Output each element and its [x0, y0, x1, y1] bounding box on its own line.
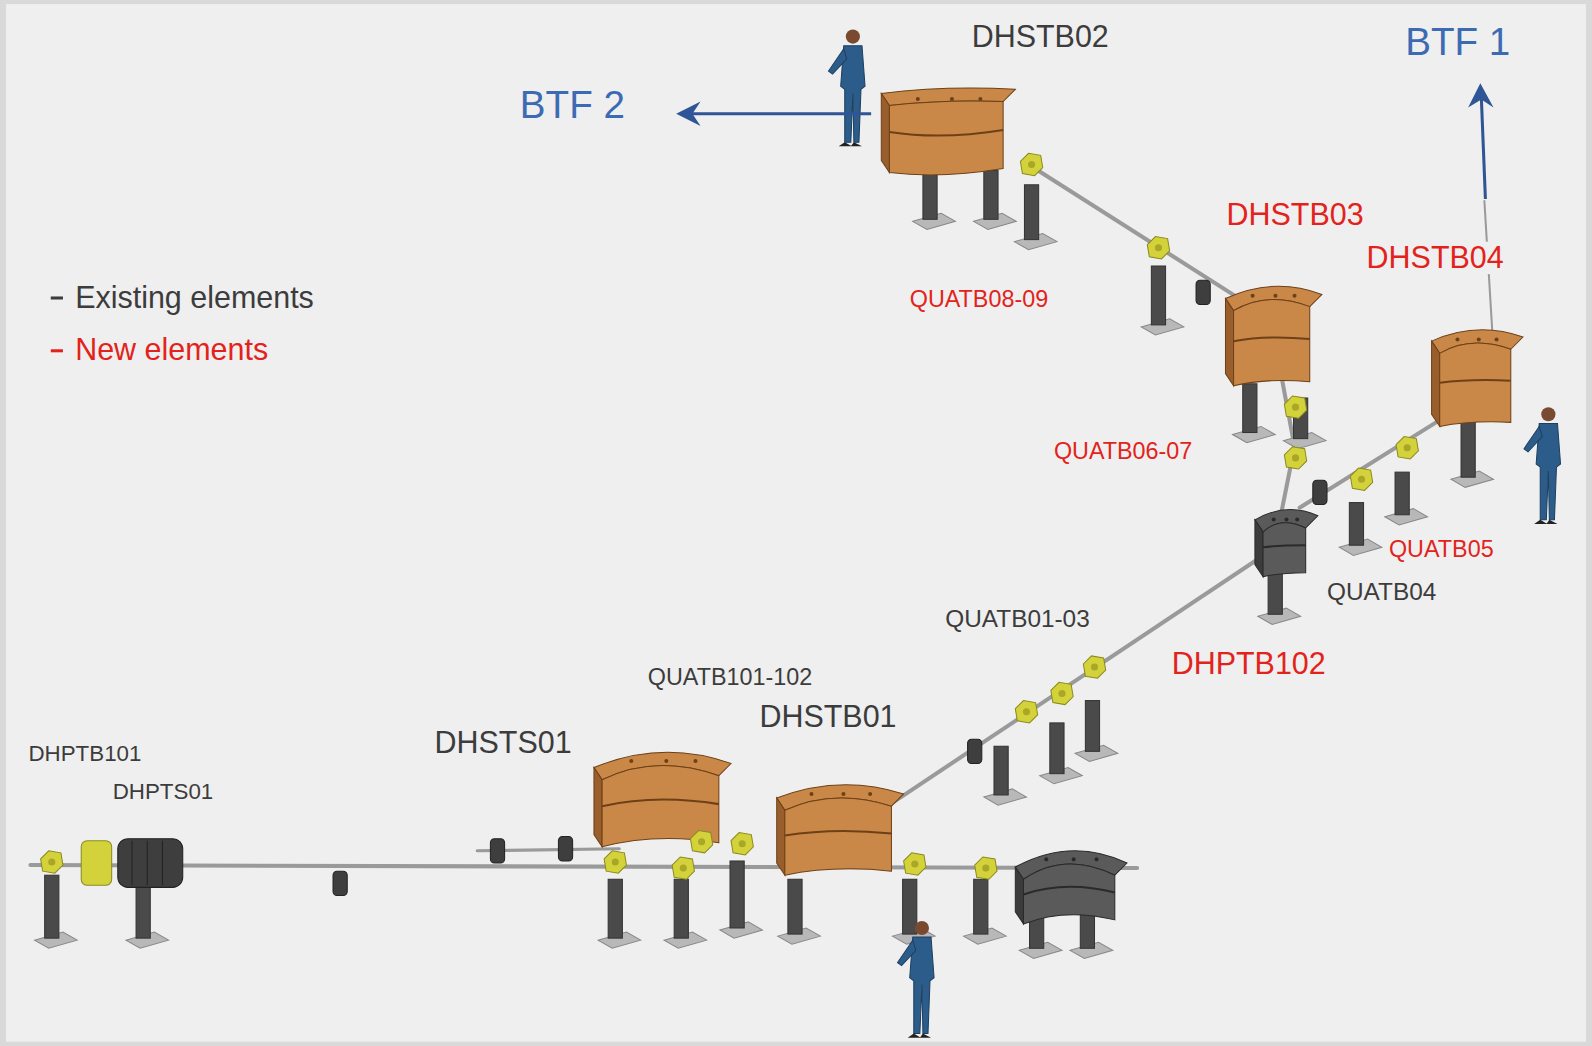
- quadrupole-magnet: [41, 851, 63, 873]
- person-figure: [828, 29, 865, 146]
- quadrupole-magnet: [1015, 701, 1037, 723]
- diagnostic-device: [558, 837, 572, 861]
- person-figure: [898, 921, 935, 1038]
- quadrupole-magnet: [1396, 437, 1418, 459]
- component-label: DHSTB02: [970, 20, 1111, 52]
- quadrupole-magnet: [81, 841, 111, 886]
- component-label: QUATB101-102: [646, 665, 814, 690]
- quadrupole-magnet: [1083, 656, 1105, 678]
- quadrupole-magnet: [1051, 682, 1073, 704]
- support-stand: [974, 171, 1017, 230]
- beam-pipe: [1025, 162, 1248, 304]
- legend-entry: New elements: [51, 333, 268, 368]
- quadrupole-magnet: [1284, 396, 1306, 418]
- diagnostic-device: [1196, 280, 1210, 304]
- component-label: DHSTB03: [1224, 199, 1365, 231]
- component-label: DHSTS01: [433, 727, 574, 759]
- support-stand: [1075, 701, 1118, 762]
- support-stand: [1141, 266, 1184, 335]
- arrow-head: [676, 102, 700, 126]
- component-label: DHSTB04: [1365, 242, 1506, 274]
- quadrupole-magnet: [731, 833, 753, 855]
- person-figure: [1524, 407, 1561, 524]
- beam-pipe: [30, 865, 1137, 868]
- beam-direction-arrow: [1481, 97, 1485, 199]
- quadrupole-magnet: [1284, 447, 1306, 469]
- component-label: DHPTB102: [1170, 648, 1328, 680]
- support-stand: [126, 879, 169, 948]
- component-label: BTF 1: [1403, 22, 1512, 63]
- support-stand: [984, 746, 1027, 805]
- component-label: DHPTB101: [26, 742, 143, 765]
- beam-direction-arrow: [690, 112, 871, 115]
- quadrupole-magnet: [690, 831, 712, 853]
- legend-text: Existing elements: [75, 280, 314, 315]
- dipole-magnet: [1225, 286, 1321, 386]
- diagnostic-device: [490, 839, 504, 863]
- component-label: DHPTS01: [111, 780, 216, 803]
- component-label: QUATB08-09: [908, 286, 1051, 311]
- dipole-magnet: [1432, 330, 1523, 427]
- dipole-magnet: [1015, 851, 1127, 924]
- support-stand: [598, 879, 641, 948]
- quadrupole-magnet: [1147, 237, 1169, 259]
- support-stand: [1233, 384, 1276, 443]
- component-label: QUATB01-03: [943, 606, 1092, 632]
- legend-entry: Existing elements: [51, 280, 314, 315]
- support-stand: [1339, 503, 1382, 556]
- legend-swatch: [51, 349, 63, 352]
- component-label: QUATB05: [1387, 537, 1496, 562]
- quadrupole-magnet: [904, 853, 926, 875]
- support-stand: [1014, 185, 1057, 250]
- diagnostic-device: [1313, 480, 1327, 504]
- quadrupole-magnet: [672, 857, 694, 879]
- arrow-head: [1468, 83, 1493, 107]
- diagnostic-device: [968, 739, 982, 763]
- quadrupole-magnet: [1350, 468, 1372, 490]
- component-label: QUATB04: [1325, 579, 1438, 605]
- component-label: QUATB06-07: [1052, 439, 1195, 464]
- dipole-magnet: [881, 88, 1015, 175]
- diagnostic-device: [333, 871, 347, 895]
- quadrupole-magnet: [975, 857, 997, 879]
- support-stand: [778, 879, 821, 944]
- support-stand: [1385, 472, 1428, 525]
- dipole-magnet: [118, 839, 183, 888]
- support-stand: [35, 875, 78, 948]
- dipole-magnet: [777, 785, 904, 875]
- support-stand: [892, 879, 935, 944]
- support-stand: [720, 861, 763, 938]
- support-stand: [664, 879, 707, 948]
- support-stand: [964, 879, 1007, 944]
- component-label: BTF 2: [518, 85, 627, 126]
- component-label: DHSTB01: [757, 701, 898, 733]
- legend-text: New elements: [75, 333, 268, 368]
- support-stand: [1451, 416, 1494, 487]
- support-stand: [913, 171, 956, 230]
- dipole-magnet: [1255, 510, 1318, 577]
- quadrupole-magnet: [604, 851, 626, 873]
- quadrupole-magnet: [1020, 153, 1042, 175]
- legend-swatch: [51, 296, 63, 299]
